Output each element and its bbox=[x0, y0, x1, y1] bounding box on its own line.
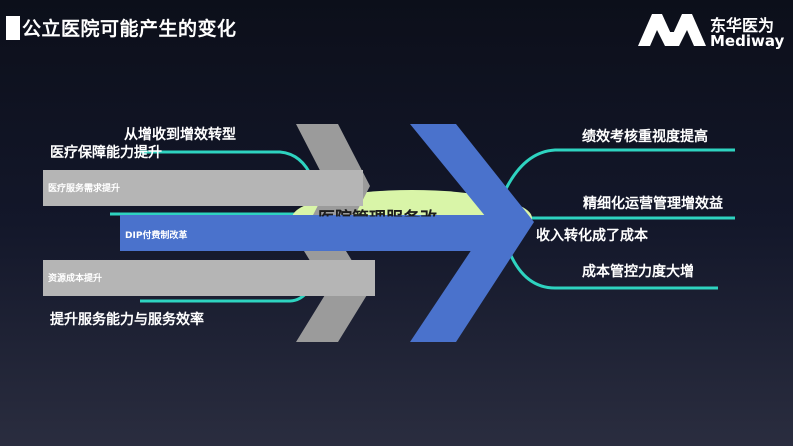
left-bottom-heading: 提升服务能力与服务效率 bbox=[50, 312, 204, 328]
title-marker bbox=[6, 16, 20, 40]
mediway-logo: 东华医为 Mediway bbox=[638, 12, 786, 50]
grey-bottom-arrow-label: 资源成本提升 bbox=[48, 274, 103, 284]
grey-bar-bottom bbox=[43, 260, 375, 296]
logo-chinese-text: 东华医为 bbox=[710, 16, 775, 35]
blue-arrow-label: DIP付费制改革 bbox=[125, 231, 188, 241]
logo-english-text: Mediway bbox=[710, 32, 785, 50]
right-label-3: 收入转化成了成本 bbox=[536, 228, 648, 244]
blue-chevron bbox=[410, 124, 534, 342]
right-label-1: 绩效考核重视度提高 bbox=[582, 129, 708, 145]
blue-bar bbox=[120, 215, 490, 251]
right-label-2: 精细化运营管理增效益 bbox=[583, 196, 723, 212]
left-top-sub: 医疗保障能力提升 bbox=[50, 145, 162, 161]
page-title: 公立医院可能产生的变化 bbox=[22, 18, 237, 40]
grey-bar-top bbox=[43, 170, 363, 206]
left-top-heading: 从增收到增效转型 bbox=[124, 127, 236, 143]
right-label-4: 成本管控力度大增 bbox=[582, 264, 694, 280]
grey-top-arrow-label: 医疗服务需求提升 bbox=[48, 184, 121, 194]
mediway-logo-icon bbox=[638, 14, 706, 46]
oval-label: 医院管理服务改 bbox=[318, 204, 437, 217]
